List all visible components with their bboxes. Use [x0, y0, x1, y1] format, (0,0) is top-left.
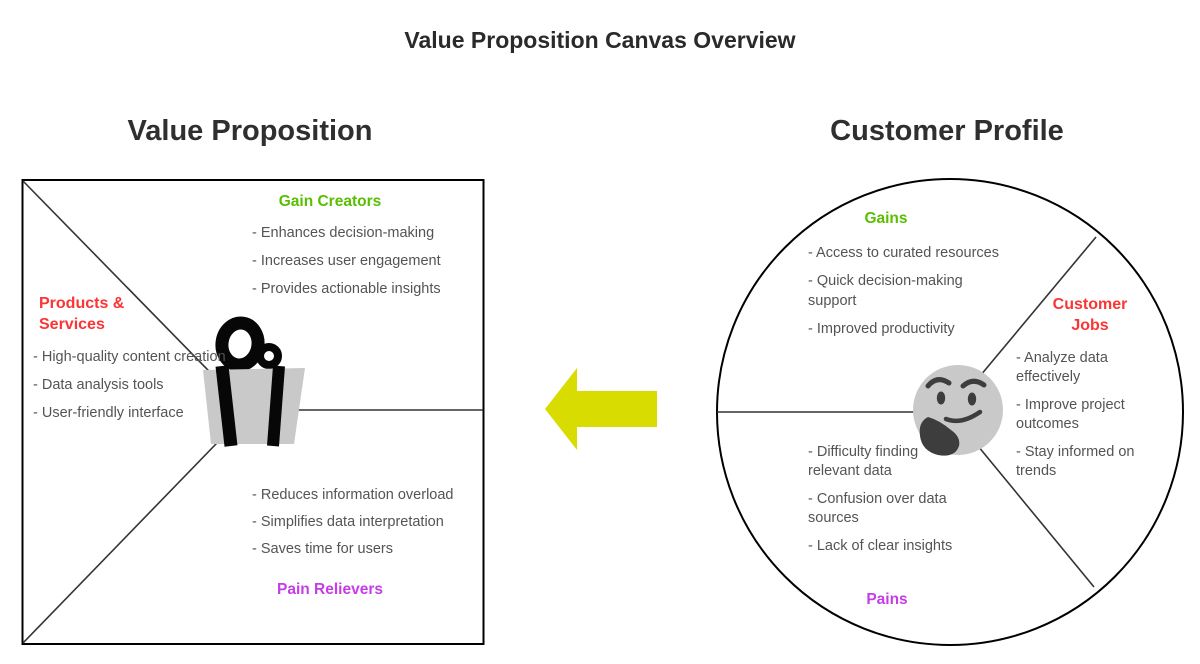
list-item: - Simplifies data interpretation — [252, 514, 444, 530]
gain-creators-label: Gain Creators — [278, 193, 382, 210]
customer-jobs-label: Customer Jobs — [1052, 296, 1128, 334]
products-services-label: Products & Services — [39, 295, 125, 333]
list-item: - Lack of clear insights — [808, 538, 953, 554]
list-item: - Access to curated resources — [808, 245, 999, 261]
pain-relievers-label: Pain Relievers — [277, 581, 383, 598]
list-item: - Quick decision-making support — [808, 273, 963, 309]
list-item: - Enhances decision-making — [252, 225, 435, 241]
customer-jobs-list: - Analyze data effectively - Improve pro… — [1016, 349, 1166, 490]
pain-relievers-list: - Reduces information overload - Simplif… — [252, 486, 454, 567]
list-item: - User-friendly interface — [33, 405, 184, 421]
list-item: - Data analysis tools — [33, 377, 164, 393]
pains-list: - Difficulty finding relevant data - Con… — [808, 443, 968, 565]
list-item: - Analyze data effectively — [1016, 350, 1108, 385]
list-item: - Improve project outcomes — [1016, 397, 1125, 432]
customer-profile-circle — [716, 178, 1184, 646]
page-title: Value Proposition Canvas Overview — [404, 27, 796, 53]
customer-profile-heading: Customer Profile — [830, 115, 1064, 147]
list-item: - Improved productivity — [808, 321, 955, 337]
list-item: - Saves time for users — [252, 541, 394, 557]
gains-label: Gains — [864, 210, 908, 227]
list-item: - Increases user engagement — [252, 253, 441, 269]
square-diagonal-bottom — [22, 411, 248, 644]
gains-list: - Access to curated resources - Quick de… — [808, 243, 1006, 347]
list-item: - Reduces information overload — [252, 487, 454, 503]
left-arrow-icon — [545, 368, 657, 450]
thinking-face-icon — [913, 365, 1003, 456]
gift-box-icon — [203, 316, 305, 447]
value-proposition-heading: Value Proposition — [127, 115, 373, 147]
list-item: - Provides actionable insights — [252, 281, 441, 297]
list-item: - Stay informed on trends — [1016, 444, 1135, 479]
list-item: - High-quality content creation — [33, 349, 226, 365]
pains-label: Pains — [866, 591, 908, 608]
list-item: - Difficulty finding relevant data — [808, 444, 919, 479]
products-services-list: - High-quality content creation - Data a… — [33, 347, 233, 431]
list-item: - Confusion over data sources — [808, 491, 947, 526]
gain-creators-list: - Enhances decision-making - Increases u… — [252, 224, 441, 308]
